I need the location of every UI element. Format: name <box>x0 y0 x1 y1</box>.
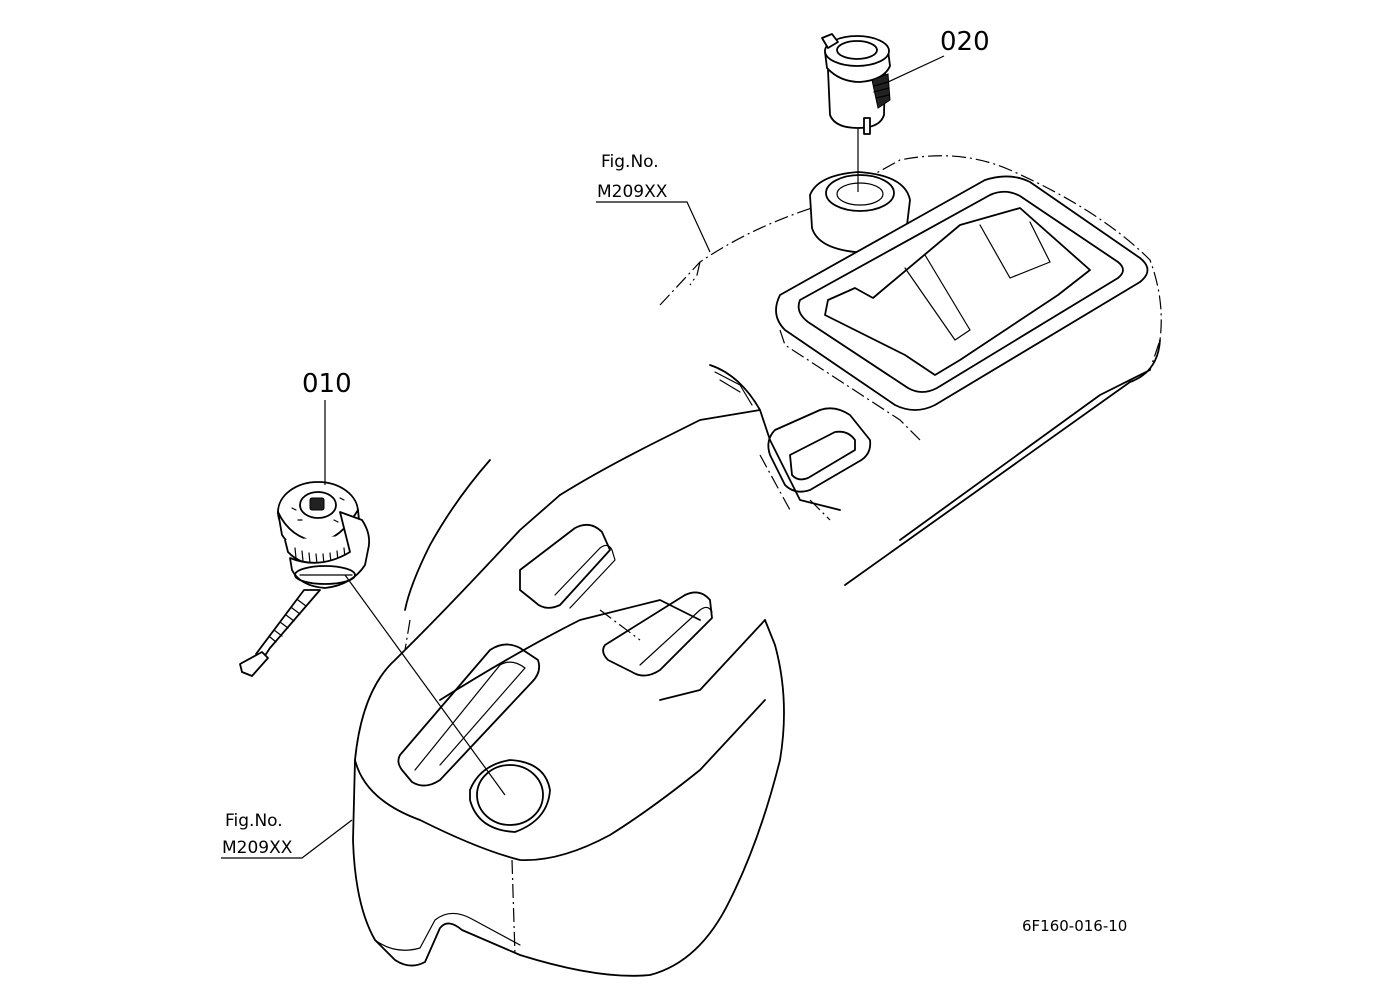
gate-recess <box>824 207 1091 376</box>
fender-hidden-left <box>404 609 641 651</box>
callout-020: 020 <box>887 27 990 83</box>
fig-ref-lower-line1: Fig.No. <box>225 811 283 831</box>
fig-ref-lower-line2: M209XX <box>222 838 293 858</box>
pocket-lower-inner <box>414 661 526 771</box>
switch-harness <box>255 589 321 661</box>
cupholder-hole-inner <box>836 182 884 206</box>
outlet-mouth <box>836 40 878 60</box>
fig-ref-upper-line1: Fig.No. <box>601 152 659 172</box>
mid-hidden-1 <box>759 454 831 521</box>
drawing-code: 6F160-016-10 <box>1022 917 1127 935</box>
pocket-upper-left <box>519 523 611 609</box>
mid-slot-inner <box>789 430 856 481</box>
switch-knob-center <box>299 491 337 519</box>
switch-hole <box>476 764 544 826</box>
gate-slot-2 <box>979 221 1051 279</box>
switch-knob-marks <box>291 497 345 523</box>
outlet-body <box>827 69 886 129</box>
fender-top-edge <box>354 699 766 862</box>
fig-ref-upper-line2: M209XX <box>597 182 668 202</box>
fender-front-lip <box>374 912 521 951</box>
outlet-rim <box>824 35 890 67</box>
fender-left-outer <box>404 459 491 611</box>
mid-slot-outer <box>767 407 872 493</box>
pocket-upper-right-inner <box>639 606 713 666</box>
upper-console-outline <box>659 155 1162 371</box>
outlet-clip-detail <box>873 81 890 99</box>
power-outlet-part <box>821 33 891 192</box>
fender-upper-ridge <box>559 409 761 496</box>
mid-console-detail <box>714 371 753 406</box>
switch-knob-grip <box>309 497 325 511</box>
rotary-switch-part <box>239 481 506 796</box>
fender-lower-ridge <box>439 599 701 701</box>
gate-slot-1 <box>904 254 971 341</box>
switch-harness-ribs <box>269 599 307 643</box>
fender-front-face <box>352 619 785 977</box>
fig-ref-lower: Fig.No. M209XX <box>221 811 353 859</box>
leader-020 <box>887 55 945 83</box>
cupholder-hole-outer <box>825 174 895 212</box>
callout-010: 010 <box>302 369 352 485</box>
fender-hidden-vertical <box>511 859 516 956</box>
fender-right-edge <box>844 339 1161 586</box>
fig-ref-upper-leader <box>596 201 711 253</box>
switch-collar-knurl <box>294 547 346 565</box>
switch-center-line <box>344 574 506 796</box>
switch-nut <box>294 565 356 585</box>
part-number-020: 020 <box>940 27 990 57</box>
pocket-upper-left-inner <box>554 544 616 609</box>
gate-frame-outer <box>775 175 1149 411</box>
fender-right-drop <box>659 619 766 701</box>
console-body <box>352 155 1162 977</box>
outlet-cap-tab <box>821 33 839 49</box>
pocket-lower <box>397 643 541 787</box>
mid-console-edge <box>709 364 841 511</box>
part-number-010: 010 <box>302 369 352 399</box>
switch-connector <box>239 651 269 677</box>
fender-left-sweep <box>354 494 561 761</box>
pocket-upper-right <box>602 591 713 677</box>
upper-console-side <box>689 261 701 286</box>
fender-right-inner <box>899 369 1151 541</box>
switch-boss <box>469 759 551 833</box>
fig-ref-upper: Fig.No. M209XX <box>596 152 711 253</box>
gate-frame-inner <box>797 190 1124 393</box>
fig-ref-lower-leader <box>221 819 353 859</box>
outlet-terminal <box>863 117 871 135</box>
gate-hidden <box>779 329 921 441</box>
